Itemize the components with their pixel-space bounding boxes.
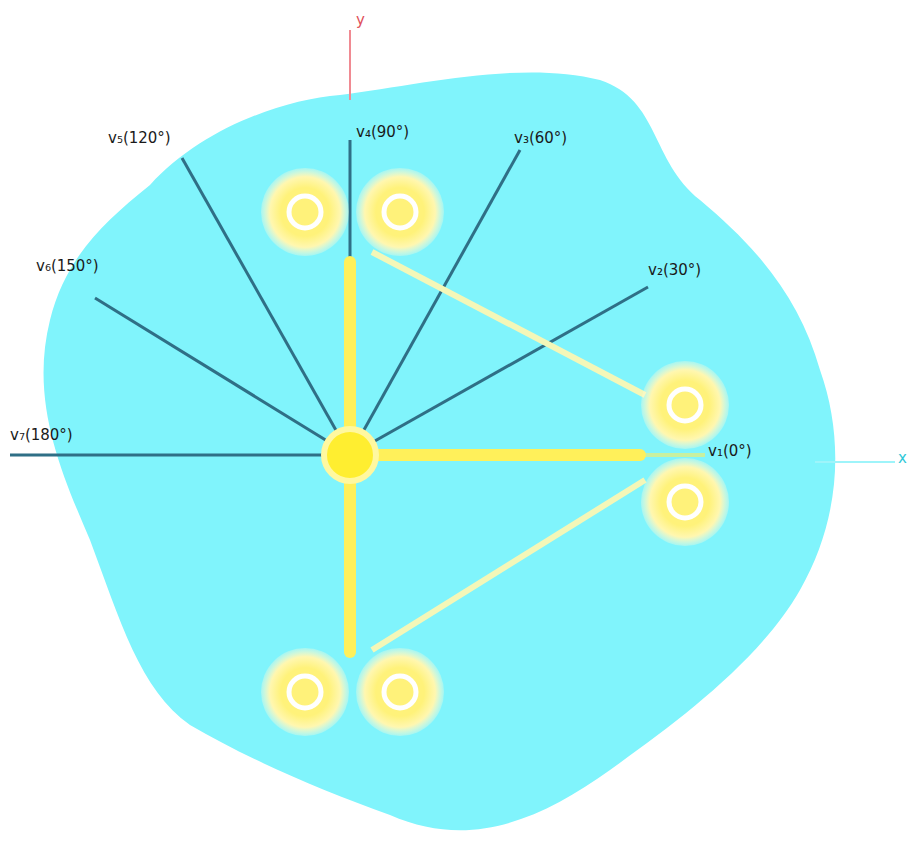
axis-label: y bbox=[356, 12, 365, 29]
angle-label: v₃(60°) bbox=[514, 130, 567, 147]
thick-links bbox=[350, 262, 640, 652]
y-axis bbox=[349, 30, 351, 100]
angle-label: v₄(90°) bbox=[356, 124, 409, 141]
direction-rays bbox=[10, 140, 648, 455]
axis-label: x bbox=[898, 450, 907, 467]
pads bbox=[261, 168, 729, 736]
angle-label: v₆(150°) bbox=[36, 258, 99, 275]
angle-label: v₇(180°) bbox=[10, 427, 73, 444]
center-hub bbox=[324, 429, 376, 481]
ray-zero bbox=[640, 453, 705, 457]
x-axis bbox=[815, 461, 895, 463]
angle-label: v₂(30°) bbox=[648, 262, 701, 279]
angle-label: v₁(0°) bbox=[708, 443, 752, 460]
angle-label: v₅(120°) bbox=[108, 130, 171, 147]
region-blob bbox=[44, 72, 836, 830]
